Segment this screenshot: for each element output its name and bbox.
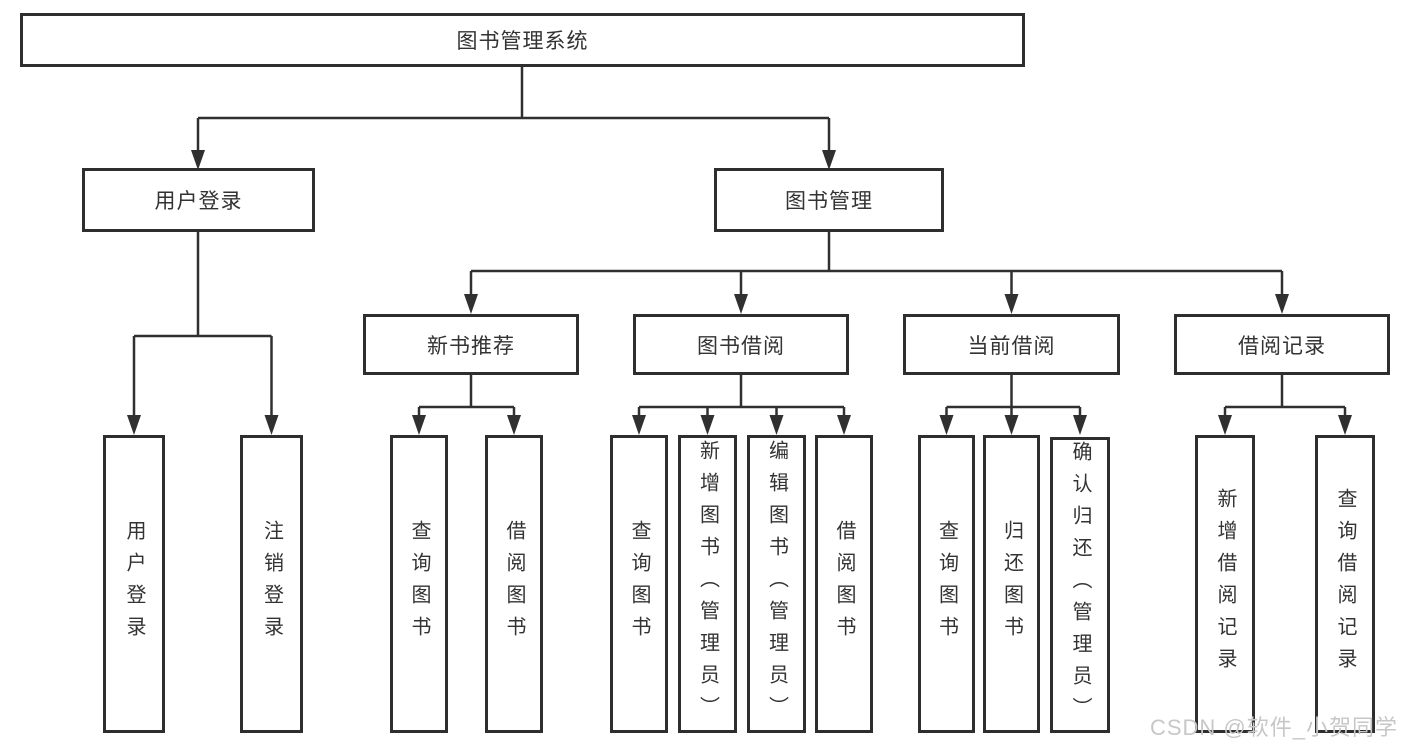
arrowhead-down xyxy=(769,415,784,435)
arrowhead-down xyxy=(1073,415,1087,435)
leaf-label: 确认归还（管理员） xyxy=(1069,441,1091,729)
arrowhead-down xyxy=(412,415,426,435)
leaf-rec-query-books: 查询图书 xyxy=(390,435,448,733)
leaf-current-confirm-return-admin: 确认归还（管理员） xyxy=(1050,437,1110,733)
arrowhead-down xyxy=(1004,294,1019,314)
arrowhead-down xyxy=(507,415,521,435)
arrowhead-down xyxy=(939,415,954,435)
node-user-login: 用户登录 xyxy=(82,168,315,232)
node-current-borrowing: 当前借阅 xyxy=(903,314,1120,375)
arrowhead-down xyxy=(734,294,748,314)
leaf-label: 编辑图书（管理员） xyxy=(765,440,788,728)
arrowhead-down xyxy=(837,415,851,435)
node-book-management: 图书管理 xyxy=(714,168,944,232)
leaf-current-query-books: 查询图书 xyxy=(918,435,975,733)
arrowhead-down xyxy=(1275,294,1289,314)
leaf-label: 查询图书 xyxy=(408,520,430,648)
connectors-current-borrowing xyxy=(939,375,1087,435)
connectors-book-borrowing xyxy=(632,375,851,435)
leaf-records-add-borrow-record: 新增借阅记录 xyxy=(1195,435,1255,733)
leaf-label: 借阅图书 xyxy=(833,520,855,648)
leaf-borrow-edit-books-admin: 编辑图书（管理员） xyxy=(747,435,806,733)
leaf-label: 查询图书 xyxy=(935,520,958,648)
arrowhead-down xyxy=(822,150,836,170)
arrowhead-down xyxy=(191,150,205,170)
leaf-user-login: 用户登录 xyxy=(103,435,165,733)
leaf-label: 新增借阅记录 xyxy=(1214,488,1236,680)
node-library-management-system: 图书管理系统 xyxy=(20,13,1025,67)
leaf-rec-borrow-books: 借阅图书 xyxy=(485,435,543,733)
connectors-new-book-recommendation xyxy=(412,375,521,435)
leaf-label: 注销登录 xyxy=(260,520,283,648)
arrowhead-down xyxy=(464,294,478,314)
arrowhead-down xyxy=(127,415,141,435)
connectors-borrowing-records xyxy=(1218,375,1352,435)
leaf-records-query-borrow-record: 查询借阅记录 xyxy=(1315,435,1375,733)
connectors-root xyxy=(191,67,836,170)
leaf-logout: 注销登录 xyxy=(240,435,303,733)
leaf-borrow-add-books-admin: 新增图书（管理员） xyxy=(678,435,737,733)
csdn-watermark: CSDN @软件_小贺同学 xyxy=(1149,715,1398,740)
arrowhead-down xyxy=(632,415,646,435)
connectors-book-management xyxy=(464,232,1289,314)
leaf-label: 查询借阅记录 xyxy=(1334,488,1356,680)
node-new-book-recommendation: 新书推荐 xyxy=(363,314,579,375)
leaf-current-return-books: 归还图书 xyxy=(983,435,1040,733)
leaf-label: 新增图书（管理员） xyxy=(696,440,719,728)
leaf-label: 归还图书 xyxy=(1000,520,1023,648)
leaf-borrow-query-books: 查询图书 xyxy=(610,435,668,733)
arrowhead-down xyxy=(1338,415,1352,435)
leaf-borrow-borrow-books: 借阅图书 xyxy=(815,435,873,733)
connectors-user-login xyxy=(127,232,279,435)
arrowhead-down xyxy=(264,415,279,435)
leaf-label: 借阅图书 xyxy=(503,520,525,648)
arrowhead-down xyxy=(1004,415,1019,435)
node-borrowing-records: 借阅记录 xyxy=(1174,314,1390,375)
node-book-borrowing: 图书借阅 xyxy=(633,314,849,375)
arrowhead-down xyxy=(1218,415,1232,435)
leaf-label: 查询图书 xyxy=(628,520,650,648)
leaf-label: 用户登录 xyxy=(123,520,145,648)
arrowhead-down xyxy=(700,415,715,435)
